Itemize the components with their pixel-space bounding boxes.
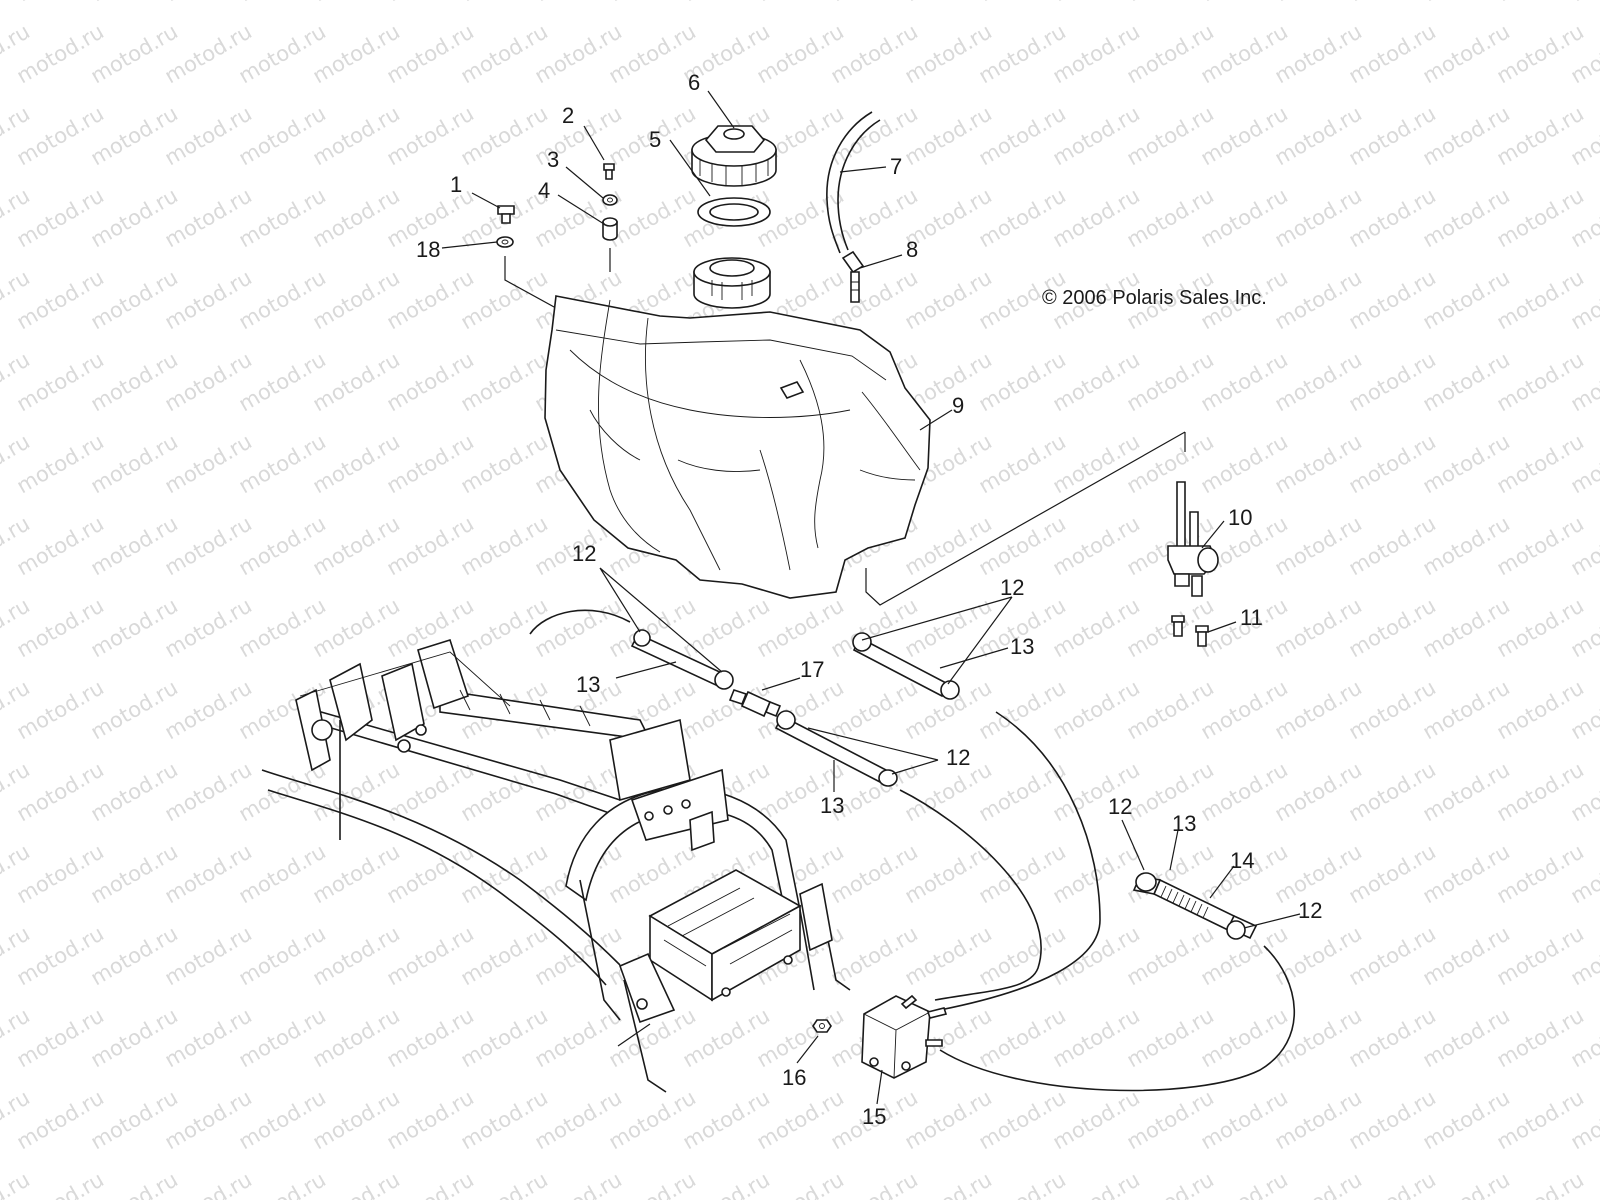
- callout-15: 15: [862, 1104, 886, 1129]
- watermark-text: motod.ru: [605, 0, 700, 6]
- watermark-text: motod.ru: [1197, 0, 1292, 6]
- callout-18: 18: [416, 237, 440, 262]
- callout-12-a: 12: [572, 541, 596, 566]
- callout-16: 16: [782, 1065, 806, 1090]
- callout-12-b: 12: [1000, 575, 1024, 600]
- nut-part-16: [812, 1019, 832, 1033]
- callout-4: 4: [538, 178, 550, 203]
- callout-2: 2: [562, 103, 574, 128]
- watermark-text: motod.ru: [901, 0, 996, 6]
- fuel-cap-part-6: [691, 125, 777, 187]
- callout-13-a: 13: [576, 672, 600, 697]
- washer-part-3: [602, 194, 618, 206]
- callout-9: 9: [952, 393, 964, 418]
- callout-labels: 1 2 3 4 5 6 7 8 9 10 11 12 12 12 12 12 1…: [416, 70, 1322, 1129]
- callout-5: 5: [649, 127, 661, 152]
- watermark-text: motod.ru: [161, 0, 256, 6]
- vent-fitting-part-8: [841, 250, 865, 303]
- watermark-text: motod.ru: [1123, 0, 1218, 6]
- callout-1: 1: [450, 172, 462, 197]
- vent-hose-part-7: [826, 111, 881, 254]
- callout-12-d: 12: [1108, 794, 1132, 819]
- callout-8: 8: [906, 237, 918, 262]
- frame-assembly: [261, 638, 851, 1093]
- bolt-part-1: [497, 205, 515, 224]
- callout-7: 7: [890, 154, 902, 179]
- fuel-valve-part-10: [1167, 481, 1219, 597]
- watermark-text: motod.ru: [87, 0, 182, 6]
- screw-part-2: [603, 163, 615, 180]
- watermark-text: motod.ru: [827, 0, 922, 6]
- spacer-part-4: [602, 217, 618, 241]
- watermark-text: motod.ru: [1049, 0, 1144, 6]
- callout-3: 3: [547, 147, 559, 172]
- fuel-lines-group: [529, 609, 1296, 1092]
- callout-13-b: 13: [1010, 634, 1034, 659]
- callout-6: 6: [688, 70, 700, 95]
- washer-part-18: [496, 236, 514, 248]
- watermark-text: motod.ru: [383, 0, 478, 6]
- watermark-text: motod.ru: [531, 0, 626, 6]
- callout-13-d: 13: [1172, 811, 1196, 836]
- callout-11: 11: [1240, 605, 1263, 630]
- watermark-text: motod.ru: [1493, 0, 1588, 6]
- watermark-text: motod.ru: [0, 1167, 34, 1200]
- watermark-text: motod.ru: [1567, 0, 1600, 6]
- callout-12-e: 12: [1298, 898, 1322, 923]
- fuel-tank-part-9: [544, 257, 931, 599]
- callout-14: 14: [1230, 848, 1254, 873]
- watermark-text: motod.ru: [975, 0, 1070, 6]
- watermark-text: motod.ru: [309, 0, 404, 6]
- fuel-pump-part-15: [861, 994, 948, 1079]
- watermark-text: motod.ru: [1419, 0, 1514, 6]
- gasket-part-5: [697, 197, 771, 227]
- watermark-text: motod.ru: [1345, 0, 1440, 6]
- watermark-text: motod.ru: [1271, 0, 1366, 6]
- leader-lines: [441, 90, 1301, 1105]
- callout-13-c: 13: [820, 793, 844, 818]
- callout-12-c: 12: [946, 745, 970, 770]
- watermark-text: motod.ru: [13, 0, 108, 6]
- watermark-text: motod.ru: [457, 0, 552, 6]
- fuel-filter-part-17: [728, 689, 782, 718]
- watermark-text: motod.ru: [235, 0, 330, 6]
- watermark-text: motod.ru: [753, 0, 848, 6]
- valve-screws-part-11: [1171, 615, 1209, 647]
- callout-17: 17: [800, 657, 824, 682]
- watermark-text: motod.ru: [679, 0, 774, 6]
- copyright-notice: © 2006 Polaris Sales Inc.: [1042, 287, 1267, 309]
- callout-10: 10: [1228, 505, 1252, 530]
